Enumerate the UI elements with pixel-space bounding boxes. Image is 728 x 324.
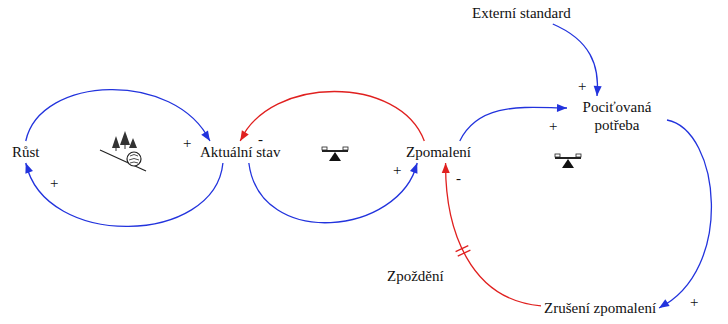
- polarity-sign: +: [578, 77, 586, 95]
- causal-link: [26, 90, 210, 141]
- polarity-sign: +: [393, 161, 401, 179]
- arrow-head: [410, 163, 417, 174]
- causal-link: [249, 163, 417, 223]
- polarity-sign: +: [183, 134, 191, 152]
- loop-variable: Zrušení zpomalení: [541, 297, 659, 319]
- variable-name: Pociťovaná potřeba: [570, 98, 664, 134]
- arrow-head: [594, 86, 602, 96]
- variable-name: Zpomalení: [406, 143, 471, 161]
- causal-link: [446, 163, 541, 306]
- loop-variable: Růst: [9, 141, 43, 163]
- balance-icon: [555, 154, 581, 168]
- delay-mark: [456, 246, 469, 252]
- polarity-sign: -: [258, 130, 263, 148]
- snowball-icon: [100, 131, 146, 171]
- arrow-head: [659, 299, 670, 308]
- variable-name: Aktuální stav: [200, 143, 280, 161]
- polarity-sign: +: [549, 117, 557, 135]
- delay-mark: [458, 250, 471, 256]
- causal-link: [553, 24, 598, 96]
- polarity-sign: +: [50, 174, 58, 192]
- loop-variable: Aktuální stav: [197, 141, 283, 163]
- arrow-head: [201, 130, 210, 141]
- arrow-head: [240, 130, 249, 141]
- polarity-sign: +: [690, 293, 698, 311]
- causal-link: [659, 120, 711, 308]
- loop-variable: Zpomalení: [403, 141, 474, 163]
- variable-name: Zrušení zpomalení: [544, 299, 656, 317]
- causal-link: [26, 163, 223, 226]
- delay-label: Zpoždění: [387, 267, 444, 285]
- variable-name: Externí standard: [472, 4, 571, 22]
- arrow-head: [557, 104, 567, 112]
- loop-variable: Externí standard: [469, 2, 574, 24]
- arrow-head: [25, 163, 33, 174]
- variable-name: Růst: [12, 143, 40, 161]
- causal-link: [240, 92, 424, 142]
- polarity-sign: -: [456, 169, 461, 187]
- causal-link: [460, 107, 567, 141]
- arrow-head: [442, 163, 450, 173]
- loop-variable: Pociťovaná potřeba: [567, 96, 667, 136]
- balance-icon: [322, 147, 348, 161]
